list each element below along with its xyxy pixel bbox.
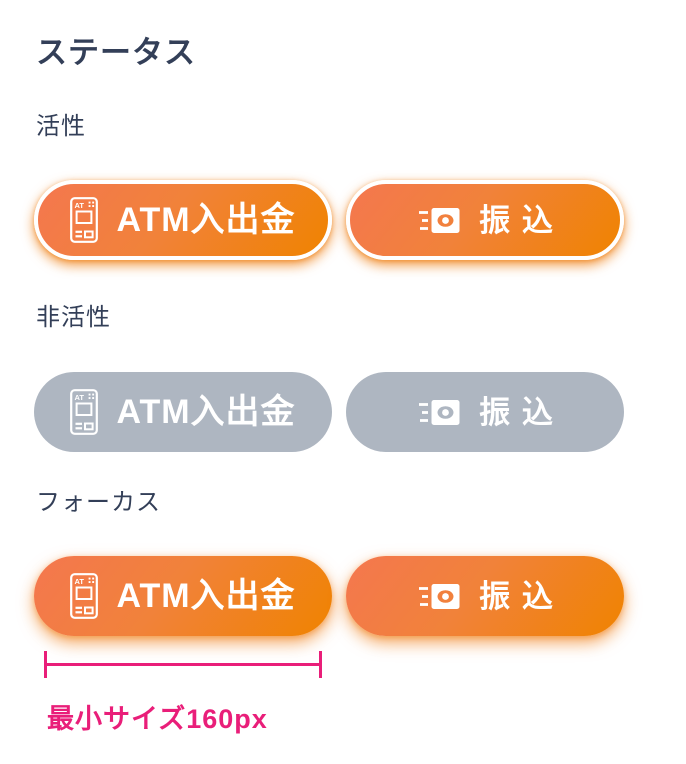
transfer-button-focus[interactable]: 振込 (346, 556, 624, 636)
transfer-button-active[interactable]: 振込 (346, 180, 624, 260)
atm-machine-icon: AT (70, 389, 99, 435)
min-width-annotation: 最小サイズ160px (47, 704, 268, 734)
button-label: ATM入出金 (116, 201, 296, 239)
atm-deposit-withdraw-button-focus[interactable]: AT ATM入出金 (34, 556, 332, 636)
button-label: 振込 (479, 394, 565, 430)
banknote-send-icon (417, 207, 461, 234)
button-label: ATM入出金 (116, 577, 296, 615)
button-label: 振込 (479, 578, 565, 614)
state-label-focus: フォーカス (36, 489, 161, 516)
button-label: ATM入出金 (116, 393, 296, 431)
svg-text:AT: AT (75, 393, 85, 402)
state-label-inactive: 非活性 (36, 304, 111, 331)
page-title: ステータス (36, 35, 196, 70)
button-label: 振込 (479, 202, 565, 238)
banknote-send-icon (417, 399, 461, 426)
banknote-send-icon (417, 583, 461, 610)
min-width-measurement-line (44, 651, 322, 678)
svg-text:AT: AT (75, 201, 85, 210)
button-row-focus: AT ATM入出金 (34, 556, 686, 636)
atm-machine-icon: AT (70, 197, 99, 243)
atm-deposit-withdraw-button-active[interactable]: AT ATM入出金 (34, 180, 332, 260)
button-row-inactive: AT ATM入出金 (34, 372, 686, 452)
button-row-active: AT ATM入出金 (34, 180, 686, 260)
button-status-style-guide: ステータス 活性 AT ATM入出金 (34, 35, 686, 734)
transfer-button-inactive: 振込 (346, 372, 624, 452)
atm-machine-icon: AT (70, 573, 99, 619)
state-label-active: 活性 (36, 113, 86, 140)
svg-text:AT: AT (75, 577, 85, 586)
atm-deposit-withdraw-button-inactive: AT ATM入出金 (34, 372, 332, 452)
